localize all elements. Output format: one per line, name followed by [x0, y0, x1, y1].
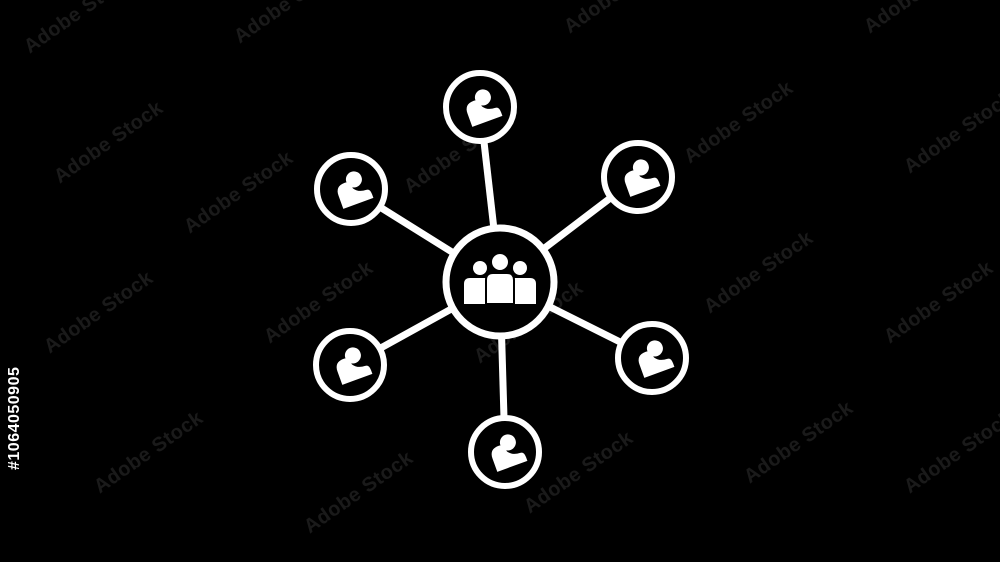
person-node-4	[468, 415, 542, 489]
person-icon	[466, 89, 503, 127]
connector-line-1	[480, 140, 498, 229]
person-icon	[624, 159, 661, 197]
group-of-people-icon	[464, 252, 536, 305]
connector-line-5	[378, 305, 455, 352]
person-node-5	[313, 328, 387, 402]
person-icon	[337, 171, 374, 209]
person-node-2	[601, 140, 675, 214]
person-node-1	[443, 70, 517, 144]
person-icon	[491, 434, 528, 472]
connector-line-4	[498, 335, 508, 419]
outer-nodes	[313, 70, 689, 489]
person-node-3	[615, 321, 689, 395]
person-icon	[638, 340, 675, 378]
person-node-6	[314, 152, 388, 226]
stock-id-label: #1064050905	[6, 366, 23, 470]
person-icon	[336, 347, 373, 385]
connector-line-2	[540, 194, 614, 253]
connector-line-6	[377, 204, 457, 257]
center-node	[442, 224, 558, 340]
connector-line-3	[546, 303, 624, 346]
connector-lines	[377, 140, 624, 419]
